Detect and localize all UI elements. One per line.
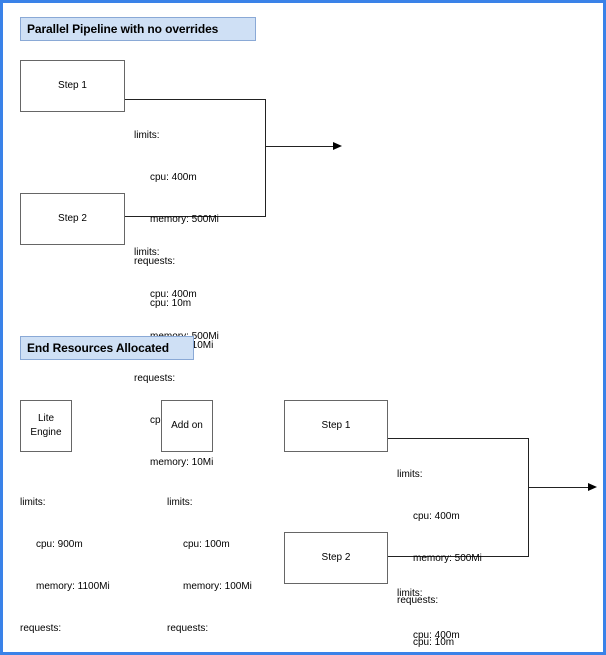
node-lite-engine-label-line-1: Lite bbox=[37, 413, 55, 424]
connector-bottom-merge-bus bbox=[528, 438, 530, 557]
connector-top-step-1-line bbox=[125, 99, 266, 101]
spec-top-step-1-requests-label: requests: bbox=[134, 256, 176, 267]
spec-lite-engine: limits: cpu: 900m memory: 1100Mi request… bbox=[20, 468, 110, 652]
banner-end-resources-allocated: End Resources Allocated bbox=[20, 336, 194, 360]
spec-add-on-limits-memory: memory: 100Mi bbox=[183, 581, 252, 592]
node-bottom-step-1[interactable]: Step 1 bbox=[284, 400, 388, 452]
connector-bottom-output-line bbox=[528, 487, 588, 489]
spec-bottom-step-2-limits-label: limits: bbox=[397, 588, 423, 599]
spec-bottom-step-1-limits-label: limits: bbox=[397, 469, 423, 480]
connector-bottom-output-arrowhead bbox=[588, 483, 597, 491]
banner-end-resources-allocated-label: End Resources Allocated bbox=[27, 341, 169, 355]
node-add-on-label: Add on bbox=[171, 420, 203, 431]
connector-top-output-arrowhead bbox=[333, 142, 342, 150]
spec-top-step-1-limits-memory: memory: 500Mi bbox=[150, 214, 219, 225]
spec-add-on: limits: cpu: 100m memory: 100Mi requests… bbox=[167, 468, 252, 652]
node-top-step-2[interactable]: Step 2 bbox=[20, 193, 125, 245]
spec-top-step-2-limits-label: limits: bbox=[134, 247, 160, 258]
banner-parallel-pipeline-label: Parallel Pipeline with no overrides bbox=[27, 22, 219, 36]
node-add-on[interactable]: Add on bbox=[161, 400, 213, 452]
spec-lite-engine-limits-memory: memory: 1100Mi bbox=[36, 581, 110, 592]
spec-top-step-1-limits-cpu: cpu: 400m bbox=[150, 172, 197, 183]
spec-add-on-limits-cpu: cpu: 100m bbox=[183, 539, 230, 550]
spec-add-on-requests-label: requests: bbox=[167, 623, 209, 634]
node-bottom-step-2[interactable]: Step 2 bbox=[284, 532, 388, 584]
node-lite-engine-label-line-2: Engine bbox=[30, 427, 62, 438]
spec-bottom-step-1-limits-cpu: cpu: 400m bbox=[413, 511, 460, 522]
node-top-step-1[interactable]: Step 1 bbox=[20, 60, 125, 112]
node-top-step-2-label: Step 2 bbox=[58, 213, 87, 224]
spec-top-step-2-requests-memory: memory: 10Mi bbox=[150, 457, 214, 468]
node-bottom-step-2-label: Step 2 bbox=[321, 552, 351, 563]
spec-bottom-step-1: limits: cpu: 400m memory: 500Mi requests… bbox=[397, 440, 482, 652]
spec-bottom-step-1-requests-cpu: cpu: 10m bbox=[413, 637, 455, 648]
spec-top-step-1-limits-label: limits: bbox=[134, 130, 160, 141]
connector-bottom-step-1-line bbox=[388, 438, 529, 440]
node-top-step-1-label: Step 1 bbox=[58, 80, 87, 91]
connector-top-merge-bus bbox=[265, 99, 267, 217]
spec-top-step-2-limits-cpu: cpu: 400m bbox=[150, 289, 197, 300]
node-lite-engine[interactable]: Lite Engine bbox=[20, 400, 72, 452]
connector-top-output-line bbox=[265, 146, 333, 148]
spec-lite-engine-requests-label: requests: bbox=[20, 623, 62, 634]
connector-top-step-2-line bbox=[125, 216, 266, 218]
spec-top-step-2-requests-label: requests: bbox=[134, 373, 176, 384]
node-bottom-step-1-label: Step 1 bbox=[321, 420, 351, 431]
spec-lite-engine-limits-label: limits: bbox=[20, 497, 46, 508]
banner-parallel-pipeline: Parallel Pipeline with no overrides bbox=[20, 17, 256, 41]
spec-top-step-1-requests-cpu: cpu: 10m bbox=[150, 298, 192, 309]
spec-bottom-step-2-limits-cpu: cpu: 400m bbox=[413, 630, 460, 641]
spec-bottom-step-1-limits-memory: memory: 500Mi bbox=[413, 553, 482, 564]
spec-add-on-limits-label: limits: bbox=[167, 497, 193, 508]
spec-bottom-step-1-requests-label: requests: bbox=[397, 595, 439, 606]
spec-bottom-step-2: limits: cpu: 400m memory: 500Mi requests… bbox=[397, 559, 482, 652]
spec-lite-engine-limits-cpu: cpu: 900m bbox=[36, 539, 83, 550]
connector-bottom-step-2-line bbox=[388, 556, 529, 558]
